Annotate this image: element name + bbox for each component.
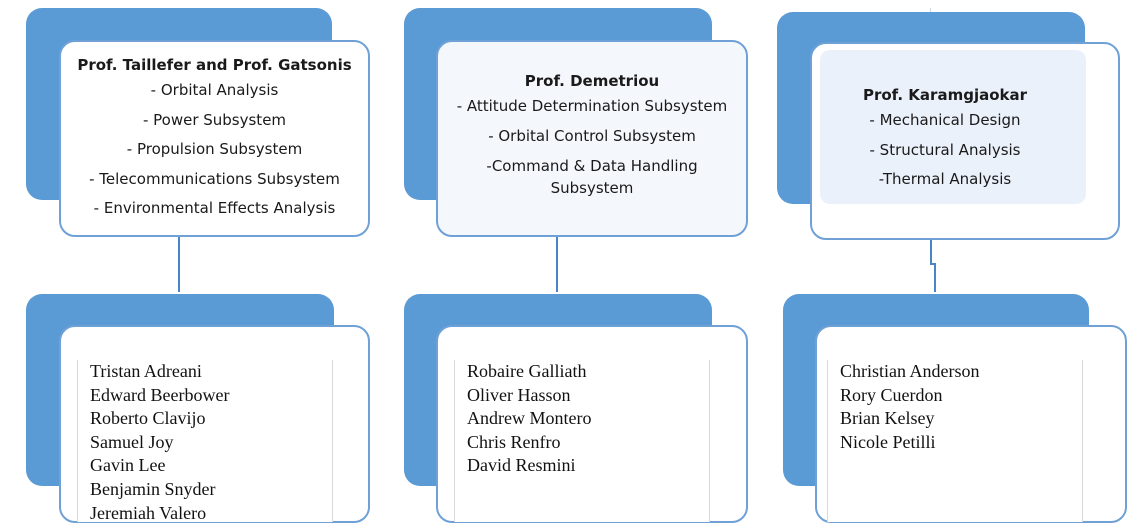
group-3-responsibility-item: - Structural Analysis	[869, 140, 1021, 159]
group-1-member-name: Benjamin Snyder	[90, 478, 216, 499]
group-1-professor-card: Prof. Taillefer and Prof. Gatsonis - Orb…	[59, 40, 370, 237]
group-3-responsibility-item: - Mechanical Design	[869, 111, 1021, 129]
connector-line-3c	[934, 263, 936, 292]
group-2-member-name: Robaire Galliath	[467, 361, 587, 381]
connector-line-3a	[930, 240, 932, 264]
group-3-professor-fill	[820, 50, 1086, 204]
group-3-member-name: Rory Cuerdon	[840, 384, 943, 405]
group-1-member-list: Tristan Adreani Edward Beerbower Roberto…	[77, 360, 333, 523]
group-2-member-name: Chris Renfro	[467, 431, 561, 452]
group-2-professor-name: Prof. Demetriou	[524, 72, 660, 90]
group-2-member-name: Andrew Montero	[467, 408, 592, 429]
group-1-member-name: Roberto Clavijo	[90, 408, 206, 429]
group-2-responsibility-item: - Attitude Determination Subsystem	[456, 97, 728, 115]
group-2-professor-card: Prof. Demetriou - Attitude Determination…	[436, 40, 748, 237]
group-1-professor-name: Prof. Taillefer and Prof. Gatsonis	[77, 56, 352, 74]
group-1-member-name: Gavin Lee	[90, 455, 166, 476]
group-2-member-name: Oliver Hasson	[467, 384, 571, 405]
group-3-member-list: Christian Anderson Rory Cuerdon Brian Ke…	[827, 360, 1083, 522]
group-1-responsibility-item: - Orbital Analysis	[150, 81, 279, 99]
connector-line-1	[178, 236, 180, 292]
group-3-team-card: Christian Anderson Rory Cuerdon Brian Ke…	[815, 325, 1127, 523]
connector-line-3b	[930, 263, 936, 265]
connector-line-2	[556, 236, 558, 292]
group-1-responsibility-item: - Power Subsystem	[142, 110, 287, 129]
group-2-responsibility-item: - Orbital Control Subsystem	[488, 126, 696, 145]
group-1-responsibility-item: - Telecommunications Subsystem	[89, 169, 340, 188]
group-3-responsibility-list: - Mechanical Design - Structural Analysi…	[812, 106, 1118, 195]
group-3-professor-name: Prof. Karamgjaokar	[862, 86, 1028, 104]
group-1-member-name: Tristan Adreani	[90, 361, 202, 381]
group-3-member-name: Brian Kelsey	[840, 408, 935, 429]
group-1-team-card: Tristan Adreani Edward Beerbower Roberto…	[59, 325, 370, 523]
group-2-member-name: David Resmini	[467, 455, 576, 476]
group-1-responsibility-list: - Orbital Analysis - Power Subsystem - P…	[61, 76, 368, 224]
group-2-member-list: Robaire Galliath Oliver Hasson Andrew Mo…	[454, 360, 710, 522]
group-1-member-name: Edward Beerbower	[90, 384, 230, 405]
group-1-member-name: Jeremiah Valero	[90, 502, 207, 523]
group-2-responsibility-list: - Attitude Determination Subsystem - Orb…	[438, 92, 746, 199]
group-3-professor-card: Prof. Karamgjaokar - Mechanical Design -…	[810, 42, 1120, 240]
group-1-responsibility-item: - Environmental Effects Analysis	[93, 199, 336, 217]
group-2-responsibility-item: -Command & Data Handling Subsystem	[486, 157, 698, 197]
group-1-member-name: Samuel Joy	[90, 431, 174, 452]
group-2-team-card: Robaire Galliath Oliver Hasson Andrew Mo…	[436, 325, 748, 523]
group-3-responsibility-item: -Thermal Analysis	[878, 170, 1012, 188]
group-1-responsibility-item: - Propulsion Subsystem	[126, 140, 303, 158]
group-3-member-name: Christian Anderson	[840, 361, 980, 381]
connector-line-3	[930, 8, 931, 12]
group-3-member-name: Nicole Petilli	[840, 431, 936, 452]
